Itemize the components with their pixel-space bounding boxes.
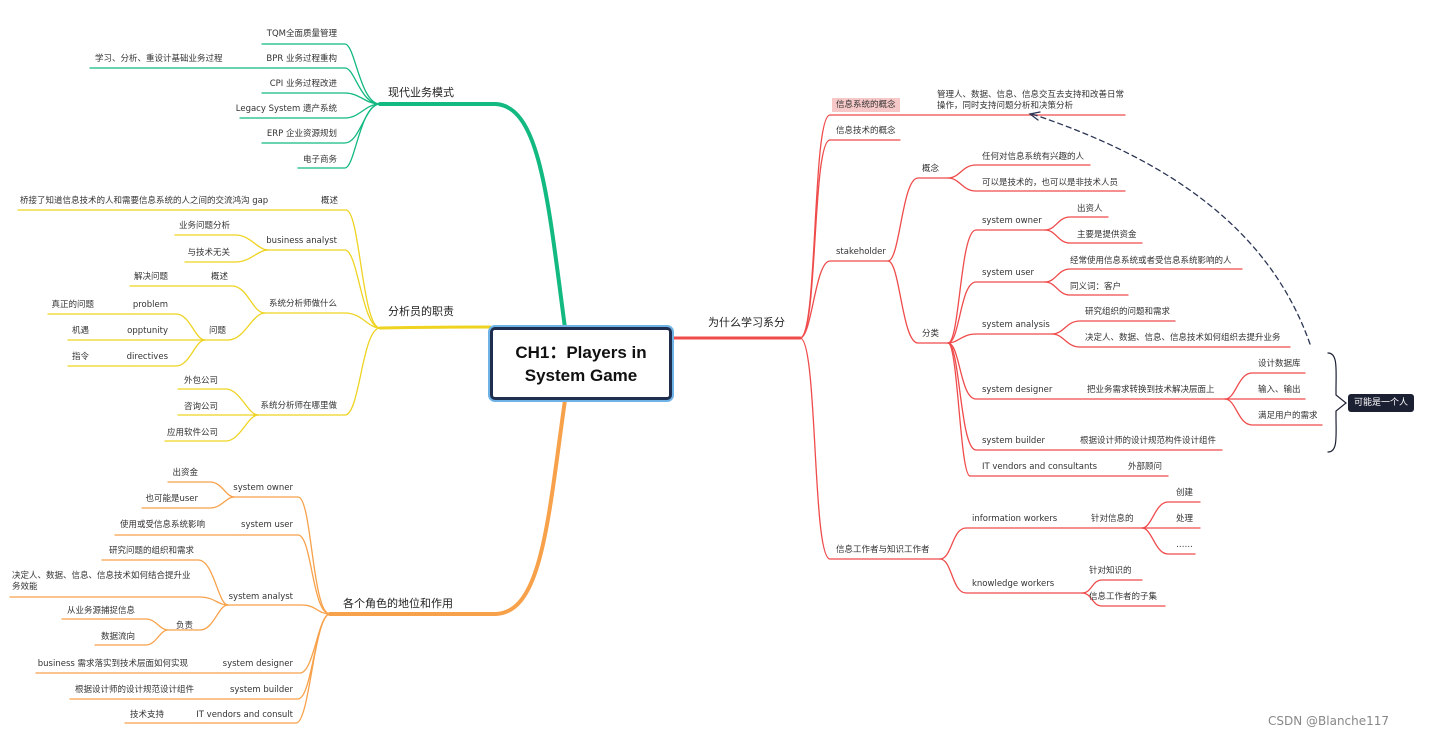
node-s-designer[interactable]: system designer [982,385,1053,395]
node-role-analyst-1[interactable]: 研究问题的组织和需求 [108,546,194,556]
node-sa-overview[interactable]: 概述 [210,272,228,282]
watermark: CSDN @Blanche117 [1268,714,1390,728]
node-etc[interactable]: …… [1176,540,1193,550]
branch-why-title[interactable]: 为什么学习系分 [708,316,785,329]
node-role-builder-1[interactable]: 根据设计师的设计规范设计组件 [74,685,194,695]
node-solve-problem[interactable]: 解决问题 [133,272,168,282]
node-classify[interactable]: 分类 [922,329,940,339]
node-concept-1[interactable]: 任何对信息系统有兴趣的人 [982,152,1085,162]
node-role-resp[interactable]: 负责 [175,621,193,631]
node-opptunity[interactable]: opptunity [127,326,168,336]
node-role-vendors[interactable]: IT vendors and consult [196,710,293,720]
node-s-designer-c[interactable]: 满足用户的需求 [1258,411,1318,421]
node-erp[interactable]: ERP 企业资源规划 [266,129,337,139]
node-business-analyst[interactable]: business analyst [266,236,337,246]
node-process[interactable]: 处理 [1176,514,1194,524]
node-role-designer[interactable]: system designer [222,659,293,669]
node-s-user-1[interactable]: 经常使用信息系统或者受信息系统影响的人 [1070,256,1232,266]
node-role-owner-2[interactable]: 也可能是user [145,494,198,504]
node-s-designer-b[interactable]: 输入、输出 [1258,385,1301,395]
node-overview-note[interactable]: 桥接了知道信息技术的人和需要信息系统的人之间的交流鸿沟 gap [20,196,269,206]
node-role-designer-1[interactable]: business 需求落实到技术层面如何实现 [37,659,188,669]
node-it-concept[interactable]: 信息技术的概念 [836,126,896,136]
node-workers[interactable]: 信息工作者与知识工作者 [836,545,930,555]
node-where-consulting[interactable]: 咨询公司 [183,402,218,412]
node-s-analysis-1[interactable]: 研究组织的问题和需求 [1085,307,1171,317]
node-ec[interactable]: 电子商务 [302,155,337,165]
node-s-owner[interactable]: system owner [982,216,1042,226]
node-tqm[interactable]: TQM全面质量管理 [266,29,337,39]
node-for-info[interactable]: 针对信息的 [1091,514,1134,524]
node-s-builder[interactable]: system builder [982,436,1046,446]
node-cpi[interactable]: CPI 业务过程改进 [269,79,337,89]
node-role-vendors-1[interactable]: 技术支持 [129,710,164,720]
node-concept-2[interactable]: 可以是技术的，也可以是非技术人员 [982,178,1119,188]
node-role-resp-1[interactable]: 从业务源捕捉信息 [66,606,135,616]
node-stakeholder[interactable]: stakeholder [836,247,886,257]
node-legacy[interactable]: Legacy System 遗产系统 [235,104,337,114]
node-overview[interactable]: 概述 [320,196,338,206]
node-s-vendors-1[interactable]: 外部顾问 [1128,462,1163,472]
node-s-designer-1[interactable]: 把业务需求转换到技术解决层面上 [1087,385,1215,395]
node-role-owner[interactable]: system owner [233,483,293,493]
node-role-user[interactable]: system user [241,520,293,530]
branch-modern-title[interactable]: 现代业务模式 [388,86,454,99]
node-opptunity-note[interactable]: 机遇 [71,326,89,336]
node-s-user[interactable]: system user [982,268,1034,278]
node-problem-group[interactable]: 问题 [208,326,226,336]
node-role-analyst[interactable]: system analyst [228,592,293,602]
node-maybe-one-person[interactable]: 可能是一个人 [1348,394,1414,412]
node-sa-where[interactable]: 系统分析师在哪里做 [260,401,337,411]
node-role-user-1[interactable]: 使用或受信息系统影响 [119,520,205,530]
node-for-knowledge[interactable]: 针对知识的 [1089,566,1132,576]
node-ba-tech-independent[interactable]: 与技术无关 [187,248,230,258]
node-bpr[interactable]: BPR 业务过程重构 [266,54,337,64]
node-s-analysis-2[interactable]: 决定人、数据、信息、信息技术如何组织去提升业务 [1085,333,1281,343]
node-subset[interactable]: 信息工作者的子集 [1089,592,1158,602]
node-s-user-2[interactable]: 同义词：客户 [1070,282,1122,292]
node-create[interactable]: 创建 [1176,488,1194,498]
node-where-outsourcing[interactable]: 外包公司 [183,376,218,386]
node-info-workers[interactable]: information workers [972,514,1058,524]
node-role-resp-2[interactable]: 数据流向 [100,632,135,642]
node-role-builder[interactable]: system builder [229,685,293,695]
node-s-analysis[interactable]: system analysis [982,320,1050,330]
node-s-builder-1[interactable]: 根据设计师的设计规范构件设计组件 [1080,436,1217,446]
node-s-owner-2[interactable]: 主要是提供资金 [1077,230,1137,240]
node-s-owner-1[interactable]: 出资人 [1077,204,1103,214]
node-stakeholder-concept[interactable]: 概念 [922,164,940,174]
node-s-vendors[interactable]: IT vendors and consultants [982,462,1098,472]
node-is-concept[interactable]: 信息系统的概念 [832,98,900,112]
branch-roles-title[interactable]: 各个角色的地位和作用 [343,597,453,610]
node-where-software[interactable]: 应用软件公司 [166,428,218,438]
node-directives-note[interactable]: 指令 [71,352,89,362]
node-role-analyst-2[interactable]: 决定人、数据、信息、信息技术如何结合提升业务效能 [12,571,191,592]
node-is-concept-note[interactable]: 管理人、数据、信息、信息交互去支持和改善日常操作，同时支持问题分析和决策分析 [937,90,1125,111]
branch-analyst-title[interactable]: 分析员的职责 [388,305,454,318]
node-knowledge-workers[interactable]: knowledge workers [972,579,1055,589]
node-bpr-note[interactable]: 学习、分析、重设计基础业务过程 [95,54,223,64]
node-s-designer-a[interactable]: 设计数据库 [1258,359,1301,369]
node-sa-what[interactable]: 系统分析师做什么 [268,299,337,309]
node-problem-note[interactable]: 真正的问题 [51,300,94,310]
node-directives[interactable]: directives [126,352,168,362]
node-role-owner-1[interactable]: 出资金 [172,468,198,478]
node-ba-problem-analysis[interactable]: 业务问题分析 [178,221,230,231]
node-problem[interactable]: problem [132,300,168,310]
